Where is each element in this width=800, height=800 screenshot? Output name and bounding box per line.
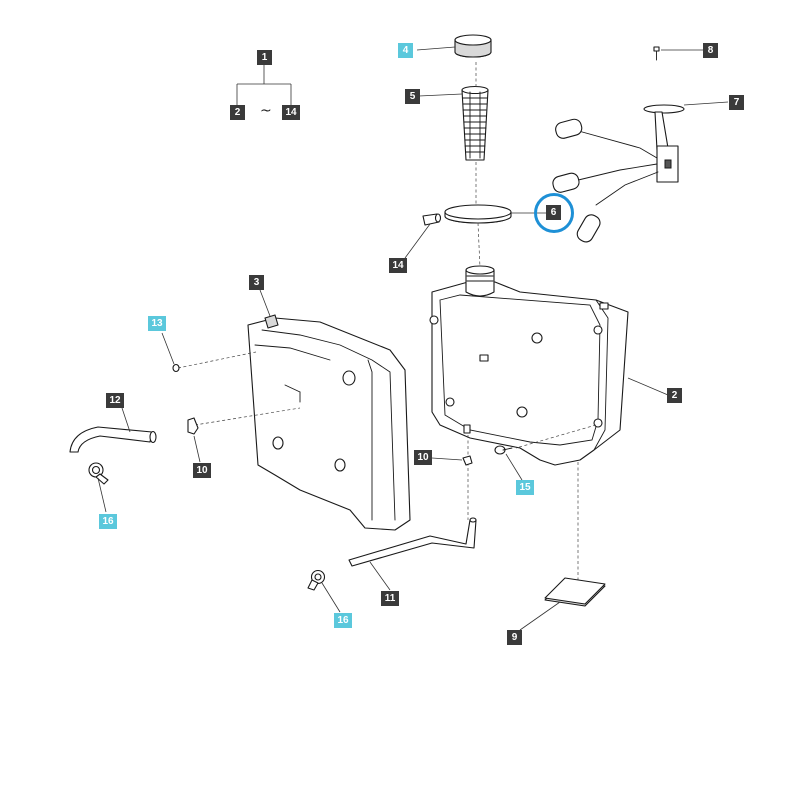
hose-clamp-left (88, 462, 109, 513)
fuel-tank (429, 265, 669, 466)
fuel-cap (416, 34, 492, 58)
callout-14[interactable]: 14 (389, 258, 407, 273)
callout-8[interactable]: 8 (703, 43, 718, 58)
callout-6[interactable]: 6 (546, 205, 561, 220)
tank-cover (247, 289, 411, 531)
assembly-bracket (236, 65, 292, 106)
callout-14-range-end[interactable]: 14 (282, 105, 300, 120)
callout-9[interactable]: 9 (507, 630, 522, 645)
range-separator: ~ (260, 103, 272, 119)
bolt (494, 445, 523, 481)
callout-16-left[interactable]: 16 (99, 514, 117, 529)
hose-clamp-bottom (307, 569, 341, 613)
callout-3[interactable]: 3 (249, 275, 264, 290)
clip-left (187, 417, 201, 463)
fuel-level-sender (552, 101, 729, 243)
callout-16-bottom[interactable]: 16 (334, 613, 352, 628)
callout-1[interactable]: 1 (257, 50, 272, 65)
fuel-line-lower (348, 517, 477, 591)
screw (653, 46, 705, 61)
fuel-strainer (418, 85, 489, 161)
tank-pad (519, 577, 606, 631)
callout-10-right[interactable]: 10 (414, 450, 432, 465)
callout-5[interactable]: 5 (405, 89, 420, 104)
callout-15[interactable]: 15 (516, 480, 534, 495)
gasket-ring (444, 204, 546, 224)
callout-4[interactable]: 4 (398, 43, 413, 58)
nut (161, 332, 180, 373)
pin (404, 213, 442, 259)
callout-2-range-start[interactable]: 2 (230, 105, 245, 120)
fuel-hose-upper (69, 407, 157, 453)
callout-12[interactable]: 12 (106, 393, 124, 408)
callout-13[interactable]: 13 (148, 316, 166, 331)
highlight-ring (534, 193, 574, 233)
callout-10-left[interactable]: 10 (193, 463, 211, 478)
callout-2[interactable]: 2 (667, 388, 682, 403)
clip-right (431, 455, 473, 466)
callout-7[interactable]: 7 (729, 95, 744, 110)
callout-11[interactable]: 11 (381, 591, 399, 606)
